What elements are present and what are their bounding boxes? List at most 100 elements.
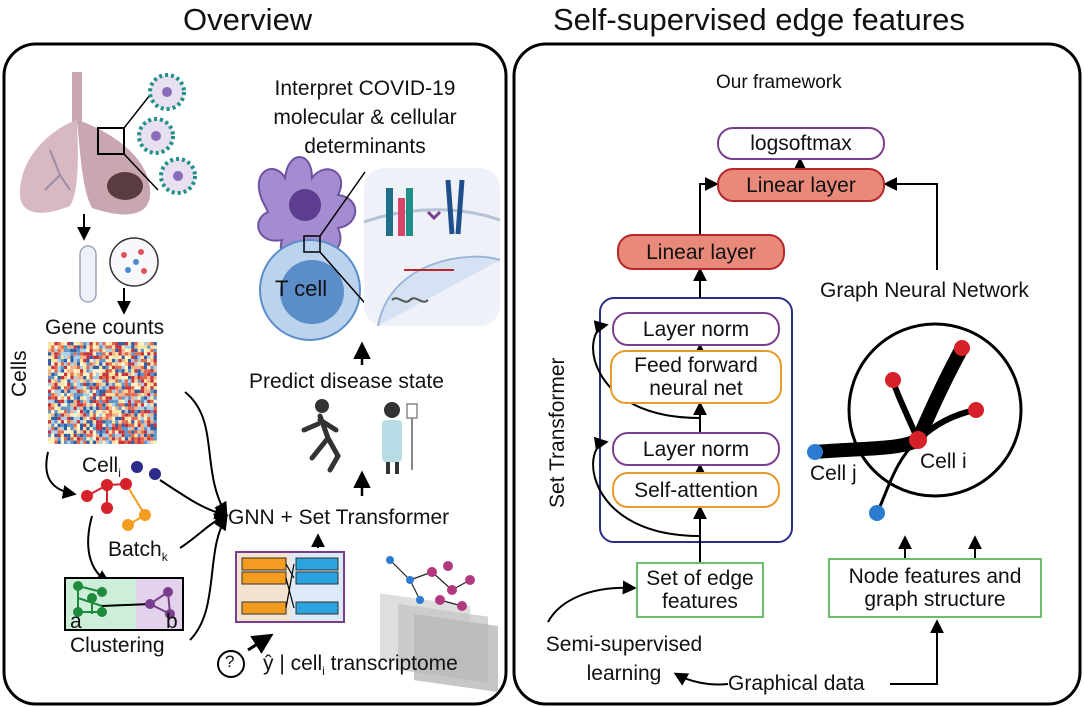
heatmap-cell <box>96 437 100 441</box>
heatmap-cell <box>121 416 125 421</box>
heatmap-cell <box>76 372 80 376</box>
heatmap-cell <box>128 433 132 438</box>
heatmap-cell <box>76 413 80 417</box>
heatmap-cell <box>64 393 68 397</box>
gnn-layers-icon <box>380 556 498 692</box>
heatmap-cell <box>118 352 122 356</box>
heatmap-cell <box>57 355 61 359</box>
heatmap-cell <box>115 342 119 346</box>
heatmap-cell <box>67 355 71 359</box>
heatmap-cell <box>112 376 116 380</box>
heatmap-cell <box>96 352 100 356</box>
heatmap-cell <box>60 403 64 407</box>
heatmap-cell <box>121 365 125 370</box>
heatmap-cell <box>67 359 71 363</box>
heatmap-cell <box>147 345 151 349</box>
heatmap-cell <box>118 423 122 427</box>
heatmap-cell <box>99 379 103 383</box>
heatmap-cell <box>153 399 157 404</box>
heatmap-cell <box>121 348 125 353</box>
heatmap-cell <box>108 427 112 431</box>
heatmap-cell <box>83 386 87 390</box>
heatmap-cell <box>64 389 68 393</box>
heatmap-cell <box>115 345 119 349</box>
heatmap-cell <box>48 372 52 376</box>
heatmap-cell <box>131 355 135 359</box>
heatmap-cell <box>96 376 100 380</box>
heatmap-cell <box>124 386 128 390</box>
heatmap-cell <box>121 342 125 346</box>
heatmap-cell <box>150 423 154 427</box>
arrow-gnn-to-linear <box>883 177 938 270</box>
heatmap-cell <box>102 416 106 421</box>
heatmap-cell <box>140 403 144 407</box>
heatmap-cell <box>137 382 141 387</box>
heatmap-cell <box>118 359 122 363</box>
gnn-label: Graph Neural Network <box>820 279 1029 302</box>
heatmap-cell <box>54 406 58 410</box>
heatmap-cell <box>134 420 138 424</box>
heatmap-cell <box>134 433 138 438</box>
converging-arrows <box>159 391 229 641</box>
heatmap-cell <box>70 369 74 373</box>
heatmap-cell <box>137 389 141 393</box>
heatmap-cell <box>144 413 148 417</box>
heatmap-cell <box>73 389 77 393</box>
heatmap-cell <box>118 410 122 414</box>
heatmap-cell <box>140 389 144 393</box>
heatmap-cell <box>92 393 96 397</box>
heatmap-cell <box>76 406 80 410</box>
heatmap-cell <box>153 416 157 421</box>
heatmap-cell <box>150 369 154 373</box>
heatmap-cell <box>76 430 80 434</box>
heatmap-cell <box>118 342 122 346</box>
heatmap-cell <box>112 348 116 353</box>
heatmap-cell <box>83 365 87 370</box>
heatmap-cell <box>140 410 144 414</box>
heatmap-cell <box>137 410 141 414</box>
heatmap-cell <box>60 440 64 444</box>
heatmap-cell <box>144 416 148 421</box>
heatmap-cell <box>131 399 135 404</box>
heatmap-cell <box>83 396 87 400</box>
heatmap-cell <box>150 413 154 417</box>
heatmap-cell <box>124 369 128 373</box>
heatmap-cell <box>140 379 144 383</box>
heatmap-cell <box>153 369 157 373</box>
heatmap-cell <box>54 369 58 373</box>
heatmap-cell <box>147 403 151 407</box>
heatmap-cell <box>92 376 96 380</box>
heatmap-cell <box>118 416 122 421</box>
heatmap-cell <box>102 362 106 366</box>
heatmap-cell <box>134 382 138 387</box>
heatmap-cell <box>99 423 103 427</box>
heatmap-cell <box>80 423 84 427</box>
heatmap-cell <box>76 352 80 356</box>
heatmap-cell <box>144 369 148 373</box>
heatmap-cell <box>64 427 68 431</box>
heatmap-cell <box>83 372 87 376</box>
heatmap-cell <box>105 352 109 356</box>
heatmap-cell <box>54 396 58 400</box>
heatmap-cell <box>112 403 116 407</box>
heatmap-cell <box>134 365 138 370</box>
heatmap-cell <box>83 423 87 427</box>
heatmap-cell <box>124 359 128 363</box>
heatmap-cell <box>134 413 138 417</box>
heatmap-cell <box>140 416 144 421</box>
heatmap-cell <box>150 406 154 410</box>
heatmap-cell <box>137 416 141 421</box>
feed-forward-box: Feed forward neural net <box>610 350 782 404</box>
heatmap-cell <box>115 376 119 380</box>
heatmap-cell <box>99 430 103 434</box>
heatmap-cell <box>51 382 55 387</box>
heatmap-cell <box>118 362 122 366</box>
heatmap-cell <box>105 365 109 370</box>
heatmap-cell <box>147 352 151 356</box>
heatmap-cell <box>108 379 112 383</box>
heatmap-cell <box>121 376 125 380</box>
heatmap-cell <box>64 359 68 363</box>
heatmap-cell <box>128 423 132 427</box>
heatmap-cell <box>153 365 157 370</box>
heatmap-cell <box>54 382 58 387</box>
